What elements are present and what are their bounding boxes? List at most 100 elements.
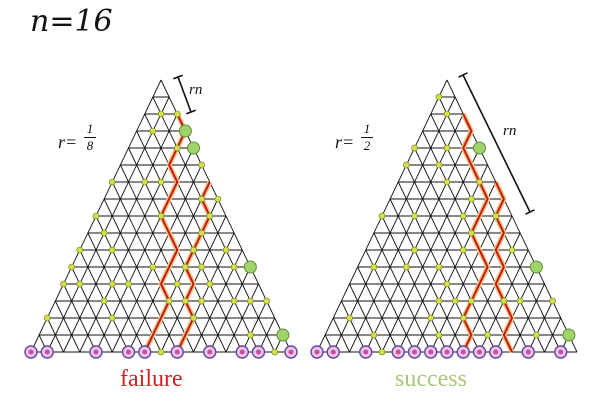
open-site bbox=[206, 212, 214, 220]
bottom-boundary-core bbox=[395, 349, 401, 355]
open-site bbox=[214, 195, 222, 203]
rn-brackets bbox=[173, 72, 535, 215]
open-site bbox=[198, 195, 205, 203]
right-r-numerator: 1 bbox=[363, 121, 371, 136]
open-site bbox=[459, 314, 467, 322]
open-site bbox=[435, 331, 443, 339]
bottom-boundary-core bbox=[93, 349, 99, 355]
open-site bbox=[157, 212, 165, 220]
open-site bbox=[100, 229, 108, 237]
open-site bbox=[149, 263, 157, 271]
left-triangle-grid bbox=[24, 79, 298, 359]
open-site bbox=[263, 297, 270, 305]
open-site bbox=[411, 246, 418, 254]
open-site bbox=[247, 297, 254, 305]
lattice-lines bbox=[316, 79, 578, 353]
open-site bbox=[459, 212, 467, 220]
bottom-boundary-core bbox=[44, 349, 50, 355]
right-r-fraction-bar bbox=[361, 137, 373, 138]
right-r-label: r= bbox=[335, 132, 355, 152]
right-r-denominator: 2 bbox=[363, 138, 371, 153]
left-rn-label: rn bbox=[189, 82, 203, 98]
open-site bbox=[476, 178, 483, 186]
open-site bbox=[403, 263, 410, 271]
bottom-boundary-core bbox=[207, 349, 213, 355]
open-site bbox=[468, 297, 475, 305]
open-site bbox=[468, 229, 475, 237]
success-caption: success bbox=[395, 366, 467, 392]
open-site bbox=[157, 110, 165, 118]
open-site bbox=[468, 195, 475, 203]
open-site bbox=[76, 280, 84, 288]
open-site bbox=[173, 280, 181, 288]
open-site bbox=[411, 144, 418, 152]
open-site bbox=[157, 178, 165, 186]
bottom-boundary-core bbox=[256, 349, 261, 355]
right-rn-bracket-cap bbox=[458, 72, 468, 78]
bottom-boundary-core bbox=[525, 349, 531, 355]
right-rn-bracket-cap bbox=[525, 209, 535, 215]
bottom-boundary-core bbox=[428, 349, 434, 355]
open-path bbox=[143, 113, 187, 353]
open-site bbox=[100, 297, 108, 305]
open-site bbox=[198, 263, 205, 271]
open-site bbox=[108, 314, 116, 322]
open-site bbox=[549, 297, 556, 305]
open-site bbox=[190, 246, 197, 254]
left-r-denominator: 8 bbox=[86, 138, 94, 153]
open-site bbox=[443, 178, 451, 186]
open-site bbox=[141, 178, 149, 186]
right-boundary-target bbox=[178, 124, 192, 138]
right-triangle-grid bbox=[310, 79, 578, 359]
open-site bbox=[484, 331, 491, 339]
open-site bbox=[516, 297, 524, 305]
open-site bbox=[443, 144, 451, 152]
open-site bbox=[492, 212, 500, 220]
open-site bbox=[443, 280, 451, 288]
open-site bbox=[173, 110, 181, 118]
open-site bbox=[157, 348, 165, 356]
left-rn-bracket bbox=[177, 76, 192, 113]
left-rn-bracket-cap bbox=[173, 74, 183, 80]
left-r-label: r= bbox=[58, 132, 78, 152]
open-site bbox=[165, 297, 173, 305]
open-site bbox=[346, 314, 353, 322]
open-site bbox=[370, 263, 378, 271]
right-boundary-target bbox=[276, 328, 290, 342]
open-site bbox=[206, 280, 214, 288]
right-boundary-target bbox=[187, 141, 200, 155]
bottom-boundary-core bbox=[174, 349, 180, 355]
left-rn-bracket-cap bbox=[186, 109, 196, 115]
open-site bbox=[435, 263, 443, 271]
open-site bbox=[108, 178, 116, 186]
right-boundary-target bbox=[473, 141, 486, 155]
open-site bbox=[443, 110, 451, 118]
open-site bbox=[198, 297, 205, 305]
bottom-boundary-core bbox=[460, 349, 466, 355]
bottom-boundary-core bbox=[444, 349, 450, 355]
open-site bbox=[451, 297, 459, 305]
open-site bbox=[182, 297, 189, 305]
open-site bbox=[198, 229, 205, 237]
open-site bbox=[198, 161, 205, 169]
open-site bbox=[459, 246, 467, 254]
bottom-boundary-core bbox=[142, 349, 148, 355]
open-site bbox=[247, 331, 254, 339]
open-site bbox=[68, 263, 75, 271]
open-site bbox=[76, 246, 84, 254]
open-site bbox=[427, 314, 435, 322]
open-site bbox=[43, 314, 51, 322]
left-r-fraction-bar bbox=[84, 137, 96, 138]
right-boundary-target bbox=[529, 260, 543, 274]
right-boundary-target bbox=[562, 328, 576, 342]
bottom-boundary-core bbox=[477, 349, 482, 355]
open-site bbox=[182, 263, 189, 271]
open-site bbox=[173, 144, 181, 152]
open-site bbox=[108, 280, 116, 288]
right-rn-bracket bbox=[462, 74, 531, 213]
open-site bbox=[190, 314, 197, 322]
right-rn-label: rn bbox=[503, 123, 517, 139]
open-site bbox=[403, 161, 410, 169]
open-site bbox=[92, 212, 100, 220]
